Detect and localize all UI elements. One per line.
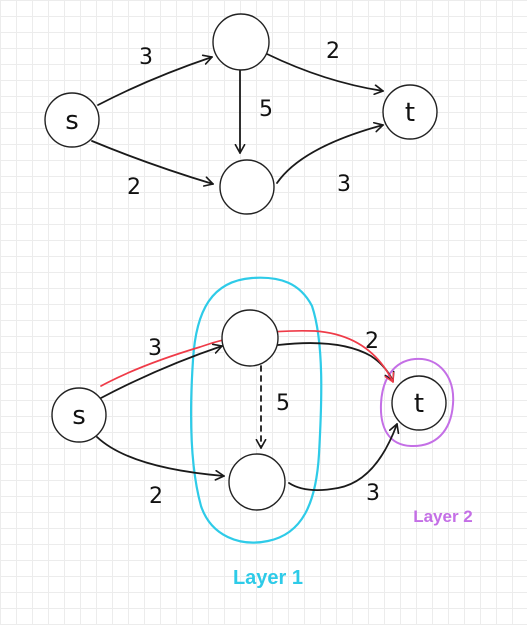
bottom-source-label: s — [72, 401, 86, 431]
layer2-caption: Layer 2 — [413, 507, 473, 526]
top-edge-a-t — [266, 53, 384, 96]
layer1-caption: Layer 1 — [233, 567, 303, 589]
bottom-weight-s-a: 3 — [148, 336, 162, 361]
bottom-sink-label: t — [414, 389, 424, 419]
bottom-node-s — [51, 387, 107, 443]
top-weight-a-b: 5 — [259, 97, 273, 122]
bottom-weight-s-b: 2 — [149, 484, 163, 509]
layer1-outline — [189, 276, 323, 544]
bottom-weight-a-t: 2 — [365, 329, 379, 354]
bottom-graph: s t 3 2 5 2 3 Layer 1 Layer 2 — [51, 276, 473, 589]
top-weight-s-a: 3 — [139, 45, 153, 70]
bottom-node-b — [228, 453, 286, 511]
bottom-edge-s-b — [96, 436, 225, 481]
top-graph: s t 3 2 5 2 3 — [44, 13, 438, 215]
top-weight-b-t: 3 — [337, 172, 351, 197]
bottom-node-t — [391, 375, 447, 431]
top-edge-s-a — [97, 54, 213, 106]
top-node-b — [219, 159, 275, 215]
top-node-t — [382, 84, 438, 140]
top-edge-b-t — [276, 121, 384, 184]
top-weight-s-b: 2 — [127, 175, 141, 200]
top-edge-s-b — [91, 140, 214, 187]
bottom-edge-s-a — [100, 343, 223, 399]
top-node-a — [212, 13, 270, 71]
top-node-s — [44, 92, 100, 148]
layer2-outline — [379, 357, 455, 448]
bottom-weight-b-t: 3 — [366, 481, 380, 506]
bottom-edge-b-t — [288, 423, 400, 492]
top-weight-a-t: 2 — [326, 39, 340, 64]
top-source-label: s — [65, 106, 79, 136]
top-sink-label: t — [405, 98, 415, 128]
bottom-weight-a-b: 5 — [276, 391, 290, 416]
bottom-node-a — [221, 309, 279, 367]
